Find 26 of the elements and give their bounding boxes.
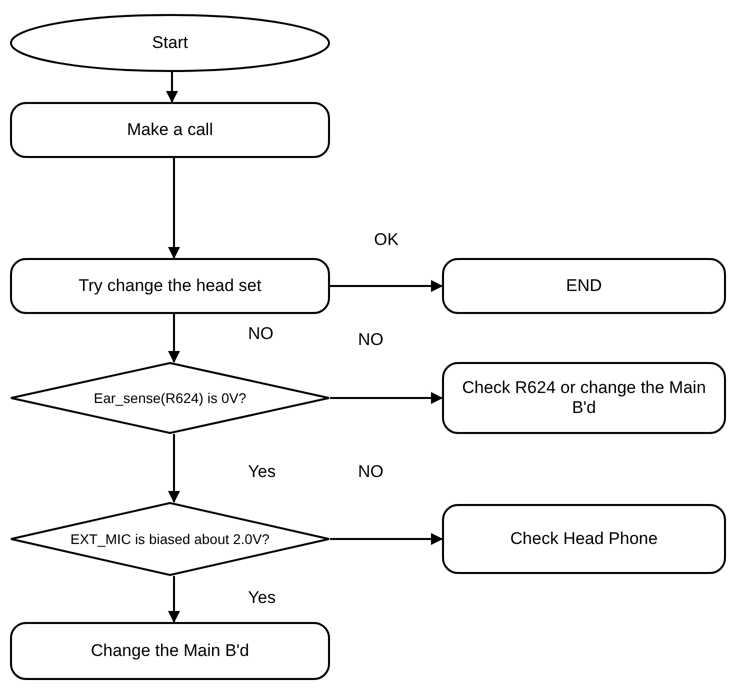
process-box [10,102,330,158]
node-label: END [565,276,603,296]
process-box [442,362,726,434]
process-box [442,504,726,574]
node-label: Change the Main B'd [90,641,250,661]
node-label: EXT_MIC is biased about 2.0V? [69,531,271,547]
arrow [168,434,180,503]
node-label: Ear_sense(R624) is 0V? [92,390,248,406]
decision-diamond [10,502,330,576]
node-label: Try change the head set [78,276,262,296]
arrow [330,280,443,292]
arrow [168,576,180,623]
process-box [10,258,330,314]
arrow [168,158,180,259]
node-label: Start [151,33,189,53]
start-terminal [10,14,330,72]
arrow [168,314,180,363]
arrow [330,533,443,545]
node-label: Make a call [126,120,214,140]
process-box [442,258,726,314]
arrow [330,392,443,404]
node-label: Check R624 or change the Main B'd [461,378,707,418]
process-box [10,622,330,680]
decision-diamond [10,362,330,434]
arrow [166,72,178,103]
node-label: Check Head Phone [509,529,659,549]
